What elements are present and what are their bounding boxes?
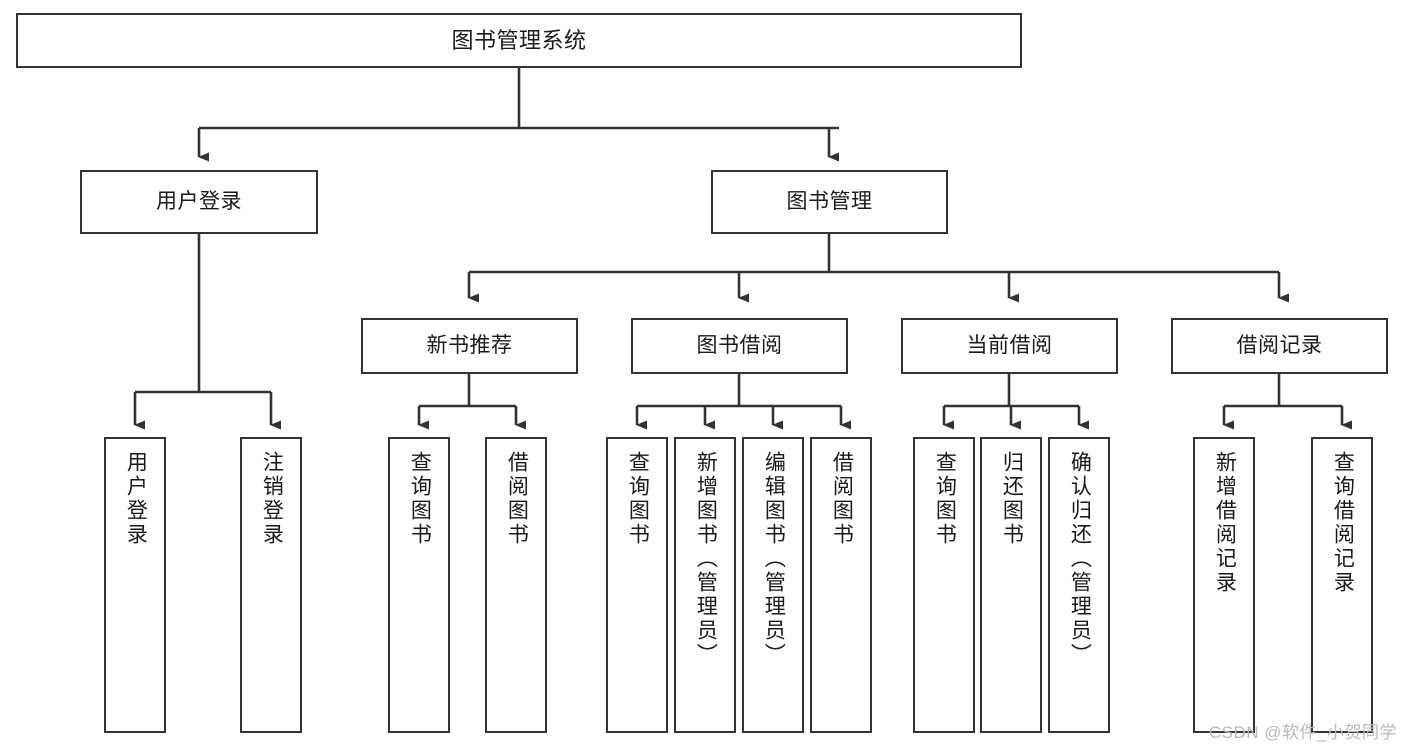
node-leaf-query-book-2-label: 查询图书 bbox=[626, 451, 650, 547]
node-root[interactable]: 图书管理系统 bbox=[16, 13, 1022, 68]
node-leaf-user-login-label: 用户登录 bbox=[124, 451, 148, 547]
node-leaf-query-book-2[interactable]: 查询图书 bbox=[606, 437, 668, 733]
node-leaf-add-book-label: 新增图书（管理员） bbox=[694, 451, 718, 667]
node-user-login[interactable]: 用户登录 bbox=[80, 170, 318, 234]
node-leaf-borrow-book-2-label: 借阅图书 bbox=[830, 451, 854, 547]
node-book-borrow-label: 图书借阅 bbox=[696, 333, 783, 357]
node-user-login-label: 用户登录 bbox=[156, 189, 242, 213]
node-leaf-add-book[interactable]: 新增图书（管理员） bbox=[674, 437, 736, 733]
node-new-book-recommend-label: 新书推荐 bbox=[426, 333, 513, 357]
node-leaf-query-record[interactable]: 查询借阅记录 bbox=[1311, 437, 1373, 733]
node-leaf-query-book-1-label: 查询图书 bbox=[408, 451, 432, 547]
node-leaf-add-record[interactable]: 新增借阅记录 bbox=[1193, 437, 1255, 733]
node-book-borrow[interactable]: 图书借阅 bbox=[631, 318, 848, 374]
node-leaf-return-book[interactable]: 归还图书 bbox=[980, 437, 1042, 733]
node-leaf-query-record-label: 查询借阅记录 bbox=[1331, 451, 1355, 595]
node-book-management-label: 图书管理 bbox=[786, 189, 873, 213]
node-leaf-query-book-3-label: 查询图书 bbox=[933, 451, 957, 547]
node-leaf-add-record-label: 新增借阅记录 bbox=[1213, 451, 1237, 595]
node-leaf-user-logout-label: 注销登录 bbox=[260, 451, 284, 547]
node-leaf-edit-book-label: 编辑图书（管理员） bbox=[762, 451, 786, 667]
node-leaf-borrow-book-2[interactable]: 借阅图书 bbox=[810, 437, 872, 733]
node-root-label: 图书管理系统 bbox=[451, 27, 587, 53]
node-leaf-query-book-1[interactable]: 查询图书 bbox=[388, 437, 450, 733]
node-current-borrow[interactable]: 当前借阅 bbox=[901, 318, 1118, 374]
node-book-management[interactable]: 图书管理 bbox=[711, 170, 948, 234]
node-leaf-borrow-book-1[interactable]: 借阅图书 bbox=[485, 437, 547, 733]
node-leaf-user-logout[interactable]: 注销登录 bbox=[240, 437, 302, 733]
node-leaf-return-book-label: 归还图书 bbox=[1000, 451, 1024, 547]
node-leaf-confirm-return[interactable]: 确认归还（管理员） bbox=[1048, 437, 1110, 733]
node-leaf-confirm-return-label: 确认归还（管理员） bbox=[1068, 451, 1092, 667]
node-leaf-borrow-book-1-label: 借阅图书 bbox=[505, 451, 529, 547]
watermark: CSDN @软件_小贺同学 bbox=[1208, 723, 1397, 742]
node-current-borrow-label: 当前借阅 bbox=[966, 333, 1053, 357]
node-leaf-edit-book[interactable]: 编辑图书（管理员） bbox=[742, 437, 804, 733]
node-leaf-user-login[interactable]: 用户登录 bbox=[104, 437, 166, 733]
node-new-book-recommend[interactable]: 新书推荐 bbox=[361, 318, 578, 374]
node-borrow-record[interactable]: 借阅记录 bbox=[1171, 318, 1388, 374]
node-borrow-record-label: 借阅记录 bbox=[1236, 333, 1323, 357]
node-leaf-query-book-3[interactable]: 查询图书 bbox=[913, 437, 975, 733]
